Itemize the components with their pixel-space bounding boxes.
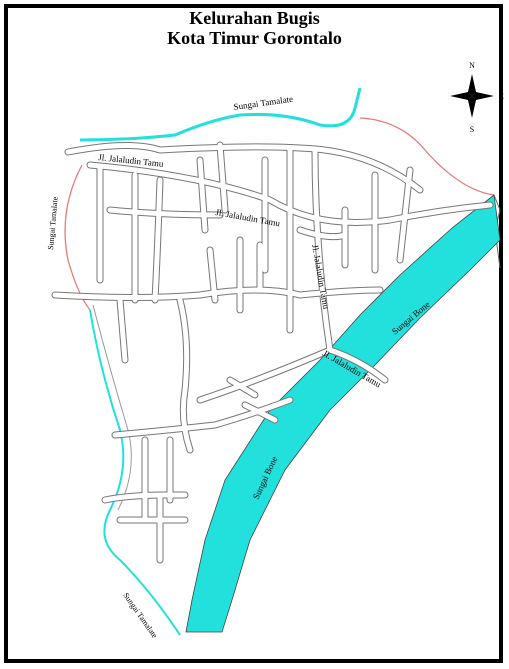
compass-rose-icon: N S E (450, 61, 504, 134)
boundary-left (64, 164, 91, 311)
label-jalaludin-vertical: Jl. Jalaludin Tamu (310, 244, 331, 311)
boundary-top-right (359, 117, 495, 196)
river-bone (185, 194, 501, 633)
compass-south: S (470, 125, 474, 134)
compass-north: N (469, 61, 475, 70)
map-title: Kelurahan Bugis Kota Timur Gorontalo (0, 8, 509, 48)
river-tamalate-top (79, 87, 362, 142)
road-network-inner (52, 142, 493, 563)
label-jalaludin-central: Jl. Jalaludin Tamu (215, 207, 282, 228)
label-sungai-tamalate-top: Sungai Tamalate (233, 94, 294, 112)
map-title-line1: Kelurahan Bugis (189, 8, 320, 28)
label-sungai-tamalate-left: Sungai Tamalate (46, 196, 60, 250)
compass-east: E (499, 92, 504, 101)
map-title-line2: Kota Timur Gorontalo (167, 28, 342, 48)
river-tamalate-left-shadow (92, 304, 132, 511)
